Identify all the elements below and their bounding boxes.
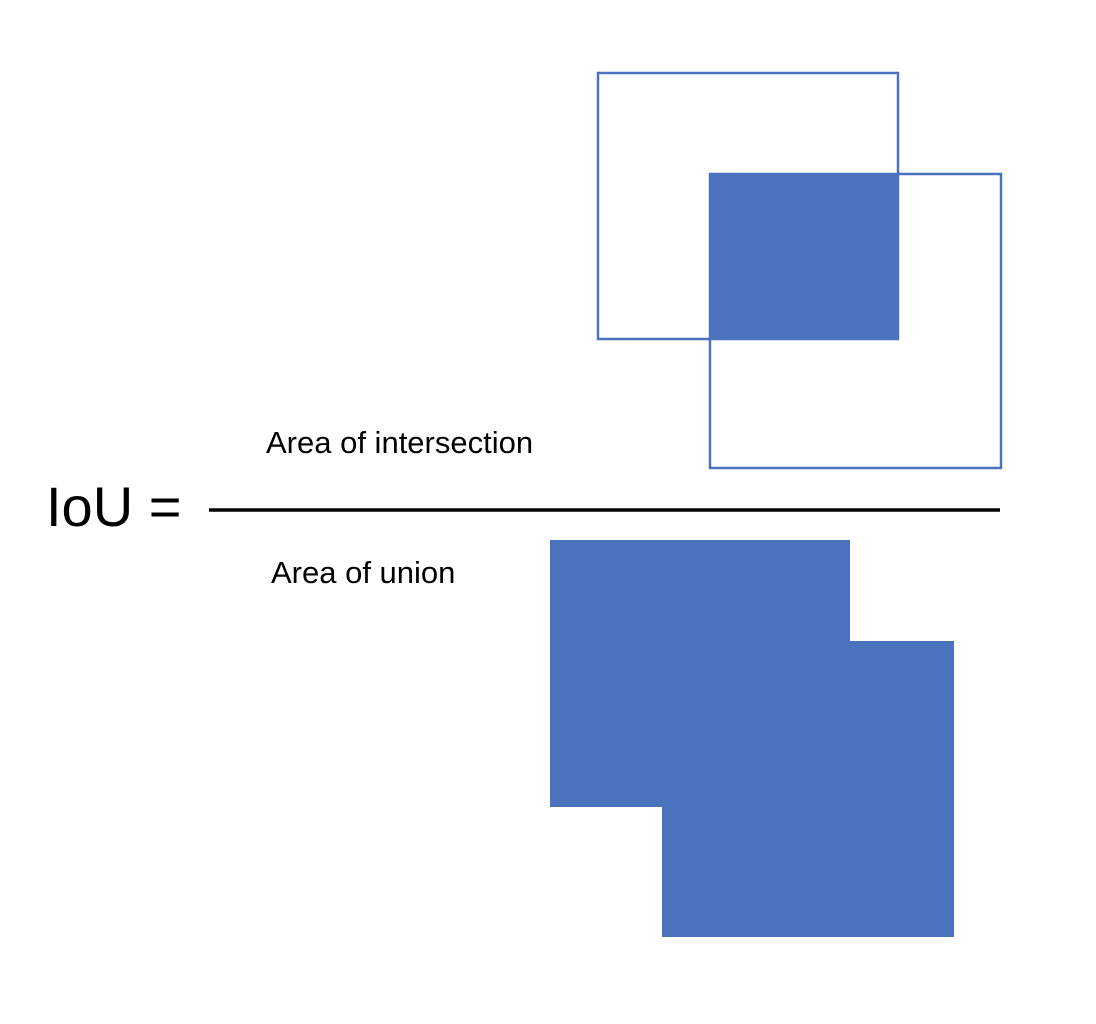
iou-label: IoU =	[46, 475, 182, 538]
numerator-label: Area of intersection	[266, 425, 534, 460]
box-b-outline	[708, 172, 1003, 470]
denominator-label: Area of union	[271, 555, 456, 590]
box-a-outline	[596, 71, 900, 341]
intersection-illustration	[596, 71, 1003, 470]
union-shape	[550, 540, 954, 937]
intersection-fill	[710, 174, 898, 339]
union-illustration	[550, 540, 954, 937]
